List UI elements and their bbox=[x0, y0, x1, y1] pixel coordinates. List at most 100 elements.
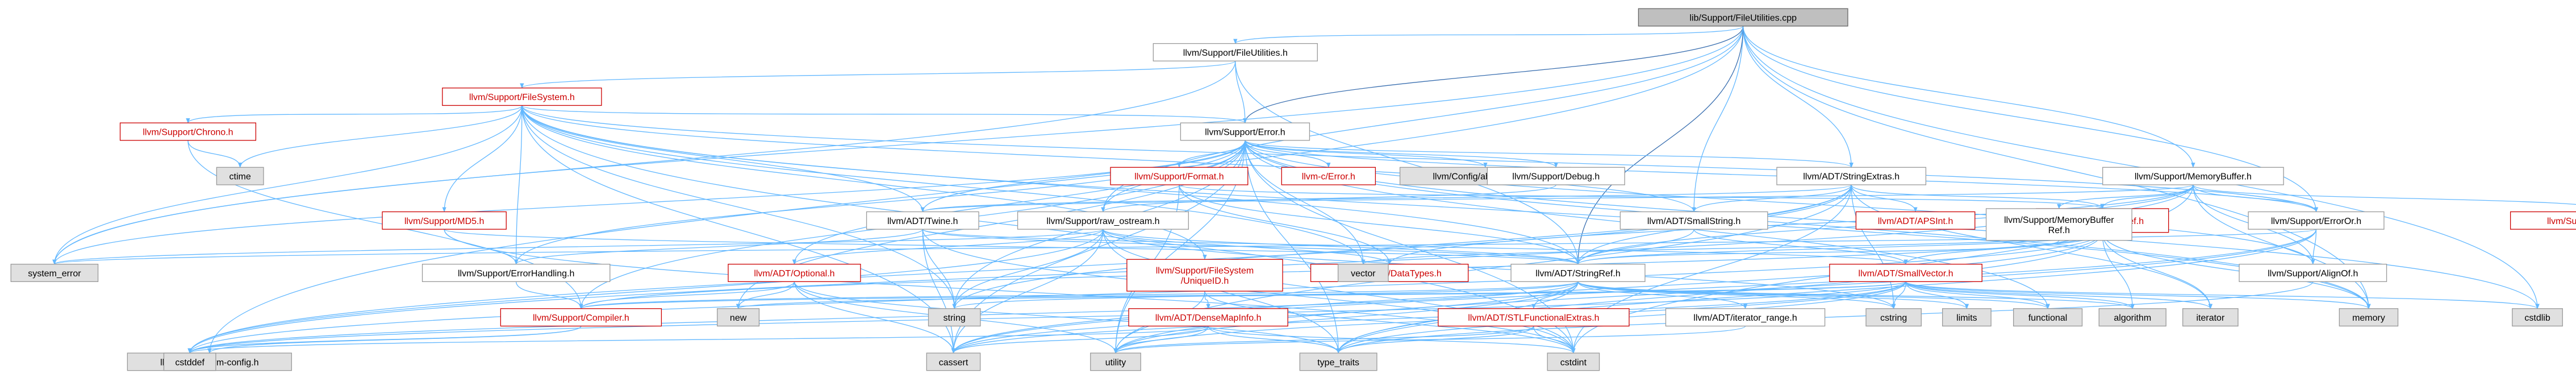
edge-stringref-to-limits bbox=[1577, 281, 1969, 309]
node-box bbox=[1665, 308, 1826, 327]
node-debug[interactable]: llvm/Support/Debug.h bbox=[1487, 167, 1625, 185]
node-cstdlib[interactable]: cstdlib bbox=[2512, 308, 2563, 327]
node-cassert[interactable]: cassert bbox=[926, 353, 981, 371]
node-box bbox=[2013, 308, 2083, 327]
edge-smallvector-to-cstddef bbox=[187, 281, 1906, 354]
edge-root-to-stringextras bbox=[1743, 26, 1853, 168]
edge-error-to-vector bbox=[1245, 140, 1366, 265]
node-smallstring[interactable]: llvm/ADT/SmallString.h bbox=[1619, 211, 1768, 230]
node-uniqueid[interactable]: llvm/Support/FileSystem/UniqueID.h bbox=[1126, 259, 1283, 292]
node-alignof[interactable]: llvm/Support/AlignOf.h bbox=[2239, 263, 2387, 282]
node-label: llvm/ADT/Twine.h bbox=[887, 217, 958, 226]
node-box bbox=[2248, 211, 2385, 230]
node-box bbox=[2512, 308, 2563, 327]
node-label: llvm/ADT/STLFunctionalExtras.h bbox=[1468, 313, 1599, 323]
edge-stlfunc-to-utility bbox=[1113, 325, 1534, 354]
node-iterrange[interactable]: llvm/ADT/iterator_range.h bbox=[1665, 308, 1826, 327]
node-label: utility bbox=[1105, 358, 1126, 367]
edge-format-to-arrayref bbox=[1179, 184, 2105, 209]
node-box bbox=[1438, 308, 1630, 327]
node-cstring[interactable]: cstring bbox=[1865, 308, 1922, 327]
node-iterator[interactable]: iterator bbox=[2182, 308, 2239, 327]
edge-filesystem-to-twine bbox=[521, 105, 925, 213]
node-stringref[interactable]: llvm/ADT/StringRef.h bbox=[1510, 263, 1646, 282]
node-systemerror[interactable]: system_error bbox=[10, 263, 99, 282]
edge-error-to-cerror bbox=[1245, 140, 1331, 168]
node-typetraits[interactable]: type_traits bbox=[1299, 353, 1377, 371]
node-label: llvm/ADT/StringRef.h bbox=[1535, 269, 1620, 279]
edge-root-to-memory bbox=[1743, 26, 2371, 309]
node-box bbox=[1942, 308, 1992, 327]
node-algorithm[interactable]: algorithm bbox=[2098, 308, 2166, 327]
node-label: cstdint bbox=[1560, 358, 1587, 367]
node-errorof[interactable]: llvm/Support/ErrorOr.h bbox=[2248, 211, 2385, 230]
node-datatypes[interactable]: llvm/Support/DataTypes.h bbox=[1310, 263, 1469, 282]
node-stringextras[interactable]: llvm/ADT/StringExtras.h bbox=[1776, 167, 1927, 185]
node-cstdint[interactable]: cstdint bbox=[1547, 353, 1600, 371]
node-string[interactable]: string bbox=[928, 308, 981, 327]
node-smallvector[interactable]: llvm/ADT/SmallVector.h bbox=[1829, 263, 1982, 282]
node-md5[interactable]: llvm/Support/MD5.h bbox=[382, 211, 507, 230]
node-label: llvm/Support/FileUtilities.h bbox=[1183, 48, 1288, 58]
edge-rawostream-to-optional bbox=[792, 229, 1104, 265]
edge-root-to-config bbox=[207, 26, 1744, 354]
edge-stringref-to-cstddef bbox=[187, 281, 1579, 354]
node-box bbox=[1153, 43, 1318, 61]
node-ctime[interactable]: ctime bbox=[216, 167, 264, 185]
edge-stringextras-to-iterator bbox=[1851, 185, 2212, 309]
edge-debug-to-rawostream bbox=[1101, 184, 1556, 213]
node-root[interactable]: lib/Support/FileUtilities.cpp bbox=[1638, 8, 1848, 27]
node-optional[interactable]: llvm/ADT/Optional.h bbox=[728, 263, 861, 282]
node-error[interactable]: llvm/Support/Error.h bbox=[1180, 122, 1310, 141]
node-memory[interactable]: memory bbox=[2339, 308, 2399, 327]
edge-errorof-to-utility bbox=[1113, 229, 2317, 354]
edge-md5-to-errorhandling bbox=[444, 229, 519, 265]
node-new[interactable]: new bbox=[717, 308, 760, 327]
node-compiler[interactable]: llvm/Support/Compiler.h bbox=[500, 308, 662, 327]
node-label: cstdlib bbox=[2524, 313, 2550, 323]
edge-error-to-alignof bbox=[1245, 140, 2315, 265]
node-fileutil[interactable]: llvm/Support/FileUtilities.h bbox=[1153, 43, 1318, 61]
edge-rawostream-to-cstddef bbox=[187, 229, 1104, 354]
node-densemapinfo[interactable]: llvm/ADT/DenseMapInfo.h bbox=[1128, 308, 1288, 327]
edge-filesystem-to-error bbox=[521, 105, 1247, 124]
edge-filesystem-to-smallstring bbox=[521, 105, 1696, 213]
node-rawostream[interactable]: llvm/Support/raw_ostream.h bbox=[1017, 211, 1189, 230]
node-cerror[interactable]: llvm-c/Error.h bbox=[1281, 167, 1376, 185]
node-stlfunc[interactable]: llvm/ADT/STLFunctionalExtras.h bbox=[1438, 308, 1630, 327]
node-format[interactable]: llvm/Support/Format.h bbox=[1110, 167, 1249, 185]
node-filesystem[interactable]: llvm/Support/FileSystem.h bbox=[442, 88, 602, 106]
node-box bbox=[1855, 211, 1976, 230]
edge-filesystem-to-string bbox=[521, 105, 957, 309]
edge-smallvector-to-cstring bbox=[1892, 281, 1906, 309]
node-box bbox=[1547, 353, 1600, 371]
node-cbinding[interactable]: llvm/Support/CBindingWrapping.h bbox=[2510, 211, 2576, 230]
node-memorybuffer[interactable]: llvm/Support/MemoryBuffer.h bbox=[2102, 167, 2284, 185]
node-box bbox=[1487, 167, 1625, 185]
edge-stringref-to-cstring bbox=[1577, 281, 1896, 309]
node-twine[interactable]: llvm/ADT/Twine.h bbox=[866, 211, 979, 230]
node-label: functional bbox=[2028, 313, 2068, 323]
node-limits[interactable]: limits bbox=[1942, 308, 1992, 327]
node-box bbox=[1017, 211, 1189, 230]
edge-filesystem-to-md5 bbox=[442, 105, 523, 213]
node-box bbox=[216, 167, 264, 185]
node-vector[interactable]: vector bbox=[1337, 263, 1389, 282]
edge-densemapinfo-to-cassert bbox=[951, 326, 1209, 354]
node-label: llvm/Support/raw_ostream.h bbox=[1046, 217, 1159, 226]
node-errorhandling[interactable]: llvm/Support/ErrorHandling.h bbox=[421, 263, 611, 282]
node-apsint[interactable]: llvm/ADT/APSInt.h bbox=[1855, 211, 1976, 230]
node-box bbox=[2182, 308, 2239, 327]
node-cstddef[interactable]: cstddef bbox=[163, 353, 216, 371]
node-utility[interactable]: utility bbox=[1090, 353, 1141, 371]
node-chrono[interactable]: llvm/Support/Chrono.h bbox=[119, 122, 257, 141]
node-label: string bbox=[943, 313, 966, 323]
edge-rawostream-to-datatypes bbox=[1103, 229, 1392, 265]
edge-errorof-to-typetraits bbox=[1336, 229, 2317, 354]
edge-smallvector-to-new bbox=[736, 281, 1906, 309]
edge-compiler-to-cstddef bbox=[187, 325, 582, 354]
node-functional[interactable]: functional bbox=[2013, 308, 2083, 327]
node-label: llvm/Support/MD5.h bbox=[404, 217, 485, 226]
